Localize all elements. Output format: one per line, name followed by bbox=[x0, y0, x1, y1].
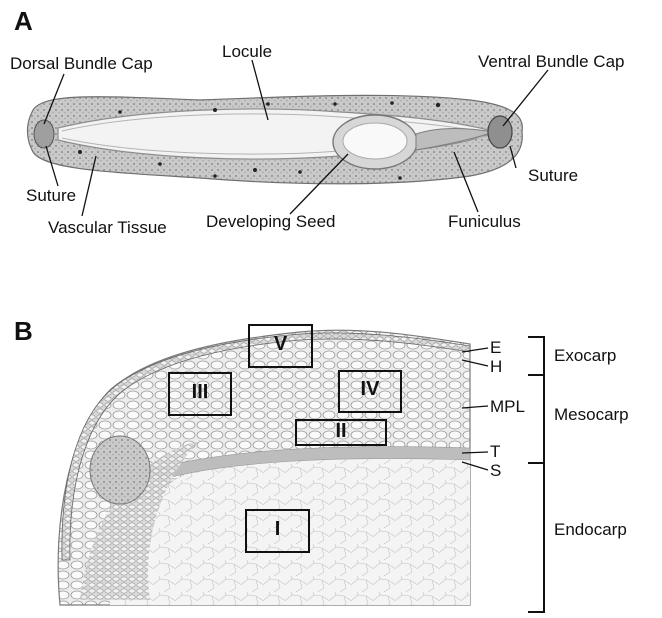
zone-brackets bbox=[528, 337, 544, 612]
layer-label-s: S bbox=[490, 461, 501, 481]
layer-label-mpl: MPL bbox=[490, 397, 525, 417]
label-suture-left: Suture bbox=[26, 186, 76, 206]
label-funiculus: Funiculus bbox=[448, 212, 521, 232]
layer-label-h: H bbox=[490, 357, 502, 377]
region-label-iv: IV bbox=[338, 378, 402, 401]
dorsal-bundle-cap-shape bbox=[34, 120, 54, 148]
layer-label-t: T bbox=[490, 442, 500, 462]
panel-b-letter: B bbox=[14, 316, 33, 347]
panel-a-letter: A bbox=[14, 6, 33, 37]
zone-label-exocarp: Exocarp bbox=[554, 346, 616, 366]
label-locule: Locule bbox=[222, 42, 272, 62]
exocarp-bracket bbox=[528, 337, 544, 375]
seed-interior bbox=[343, 123, 407, 159]
ventral-bundle-cap-shape bbox=[488, 116, 512, 148]
label-developing-seed: Developing Seed bbox=[206, 212, 335, 232]
label-ventral-bundle-cap: Ventral Bundle Cap bbox=[478, 52, 625, 72]
zone-label-endocarp: Endocarp bbox=[554, 520, 627, 540]
region-label-v: V bbox=[248, 333, 313, 356]
region-label-i: I bbox=[245, 518, 310, 541]
label-dorsal-bundle-cap: Dorsal Bundle Cap bbox=[10, 54, 153, 74]
vascular-bundle bbox=[90, 436, 150, 504]
region-label-ii: II bbox=[295, 420, 387, 443]
label-vascular-tissue: Vascular Tissue bbox=[48, 218, 167, 238]
tissue-micrograph bbox=[58, 330, 470, 605]
region-label-iii: III bbox=[168, 381, 232, 404]
zone-label-mesocarp: Mesocarp bbox=[554, 405, 629, 425]
label-suture-right: Suture bbox=[528, 166, 578, 186]
endocarp-bracket bbox=[528, 463, 544, 612]
layer-label-e: E bbox=[490, 338, 501, 358]
pod-cross-section bbox=[28, 95, 523, 183]
